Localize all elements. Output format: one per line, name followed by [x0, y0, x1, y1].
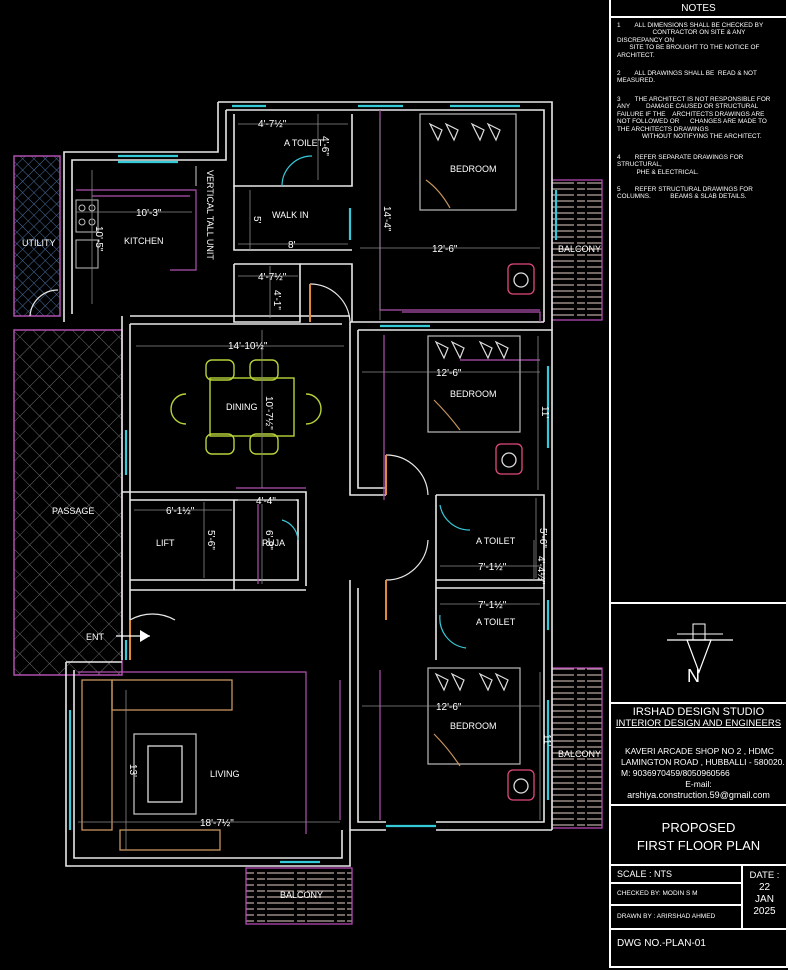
title-sheet: NOTES 1 ALL DIMENSIONS SHALL BE CHECKED … — [609, 0, 788, 970]
note-item-1: 1 ALL DIMENSIONS SHALL BE CHECKED BY CON… — [617, 22, 764, 59]
room-label-balcony-3: BALCONY — [280, 890, 323, 900]
date-year: 2025 — [753, 906, 776, 917]
room-label-bedroom-2: BEDROOM — [450, 389, 497, 399]
floor-plan: UTILITY KITCHEN VERTICAL TALL UNIT A TOI… — [13, 101, 603, 925]
note-item-4: 4 REFER SEPARATE DRAWINGS FOR STRUCTURAL… — [617, 154, 744, 176]
date-label: DATE : — [749, 870, 780, 881]
north-arrow-icon — [667, 623, 733, 674]
studio-phone: M: 9036970459/8050960566 — [621, 768, 730, 778]
dim-toilet-top-w: 4'-7½" — [258, 119, 287, 130]
drawing-title-line1: PROPOSED — [661, 820, 736, 835]
date-month: JAN — [755, 894, 774, 905]
dim-toilet-mid-h: 5'-6" — [537, 528, 548, 548]
dim-toilet-top-h: 4'-6" — [319, 136, 330, 156]
notes-panel: 1 ALL DIMENSIONS SHALL BE CHECKED BY CON… — [609, 18, 788, 604]
dwg-no-panel: DWG NO.-PLAN-01 — [609, 930, 788, 968]
room-label-toilet-low: A TOILET — [476, 617, 516, 627]
room-label-vertical-tall-unit: VERTICAL TALL UNIT — [205, 170, 215, 260]
balcony-3-deck — [245, 867, 353, 925]
utility-hatch — [13, 155, 61, 317]
room-label-walk-in: WALK IN — [272, 210, 309, 220]
dim-puja-w: 4'-4" — [256, 496, 276, 507]
dim-store-w: 4'-7½" — [258, 272, 287, 283]
title-panel: PROPOSED FIRST FLOOR PLAN — [609, 806, 788, 866]
note-item-5: 5 REFER STRUCTURAL DRAWINGS FOR COLUMNS.… — [617, 186, 753, 201]
dim-kitchen-w: 10'-3" — [136, 208, 162, 219]
room-label-bedroom-3: BEDROOM — [450, 721, 497, 731]
dim-dining-h: 10'-7½" — [263, 396, 274, 430]
studio-email: arshiya.construction.59@gmail.com — [627, 790, 770, 800]
note-item-2: 2 ALL DRAWINGS SHALL BE READ & NOT MEASU… — [617, 70, 757, 85]
studio-name: IRSHAD DESIGN STUDIO — [632, 706, 765, 718]
passage-hatch — [13, 329, 123, 676]
room-label-passage: PASSAGE — [52, 506, 94, 516]
room-label-living: LIVING — [210, 769, 240, 779]
room-label-utility: UTILITY — [22, 238, 56, 248]
north-label: N — [687, 666, 700, 686]
room-label-dining: DINING — [226, 402, 258, 412]
dwg-number: DWG NO.-PLAN-01 — [617, 938, 706, 949]
room-label-kitchen: KITCHEN — [124, 236, 164, 246]
north-panel: N — [609, 604, 788, 704]
dim-walkin-h: 5' — [251, 216, 262, 224]
note-item-3: 3 THE ARCHITECT IS NOT RESPONSIBLE FOR A… — [617, 96, 771, 141]
scale-text: SCALE : NTS — [617, 869, 673, 879]
dim-store-h: 4'-1" — [271, 290, 282, 310]
dim-bed2-w: 12'-6" — [436, 368, 462, 379]
studio-panel: IRSHAD DESIGN STUDIO INTERIOR DESIGN AND… — [609, 704, 788, 806]
dim-lift-w: 6'-1½" — [166, 506, 195, 517]
room-label-puja: PUJA — [262, 538, 285, 548]
dim-toilet-low-h: 4'-4½" — [535, 556, 546, 585]
walls — [63, 101, 553, 867]
room-label-balcony-2: BALCONY — [558, 749, 601, 759]
dining-set — [170, 359, 322, 455]
dim-toilet-low-w: 7'-1½" — [478, 600, 507, 611]
room-label-entry: ENT — [86, 632, 105, 642]
dim-bed1-h: 14'-4" — [381, 206, 392, 232]
studio-email-label: E-mail: — [685, 779, 712, 789]
dim-toilet-mid-w: 7'-1½" — [478, 562, 507, 573]
balcony-2-deck — [551, 667, 603, 829]
drawing-title-line2: FIRST FLOOR PLAN — [636, 838, 761, 853]
room-label-toilet-mid: A TOILET — [476, 536, 516, 546]
date-day: 22 — [758, 882, 771, 893]
dim-utility-h: 10'-5" — [93, 226, 104, 252]
dim-dining-w: 14'-10½" — [228, 341, 268, 352]
dim-bed3-h: 11' — [541, 734, 552, 746]
dim-lift-h: 5'-6" — [205, 530, 216, 550]
dim-living-w: 18'-7½" — [200, 818, 234, 829]
dim-bed2-h: 11' — [539, 406, 550, 418]
studio-address-1: KAVERI ARCADE SHOP NO 2 , HDMC — [625, 746, 774, 756]
drawn-by-text: DRAWN BY : ARIRSHAD AHMED — [617, 913, 716, 920]
studio-address-2: LAMINGTON ROAD , HUBBALLI - 580020. — [621, 757, 785, 767]
dim-living-h: 13' — [127, 764, 138, 777]
notes-header: NOTES — [609, 0, 788, 18]
room-label-lift: LIFT — [156, 538, 175, 548]
room-label-bedroom-1: BEDROOM — [450, 164, 497, 174]
studio-tagline: INTERIOR DESIGN AND ENGINEERS — [615, 718, 782, 729]
meta-panel: SCALE : NTS CHECKED BY: MODIN S M DRAWN … — [609, 866, 788, 930]
dim-bed1-w: 12'-6" — [432, 244, 458, 255]
dim-bed3-w: 12'-6" — [436, 702, 462, 713]
checked-by-text: CHECKED BY: MODIN S M — [617, 890, 698, 897]
notes-heading: NOTES — [681, 3, 716, 14]
balcony-1-deck — [551, 179, 603, 321]
dim-puja-h: 6'-8" — [263, 530, 274, 550]
room-label-balcony-1: BALCONY — [558, 244, 601, 254]
dim-walkin-w: 8' — [288, 240, 296, 251]
room-label-toilet-top: A TOILET — [284, 138, 324, 148]
